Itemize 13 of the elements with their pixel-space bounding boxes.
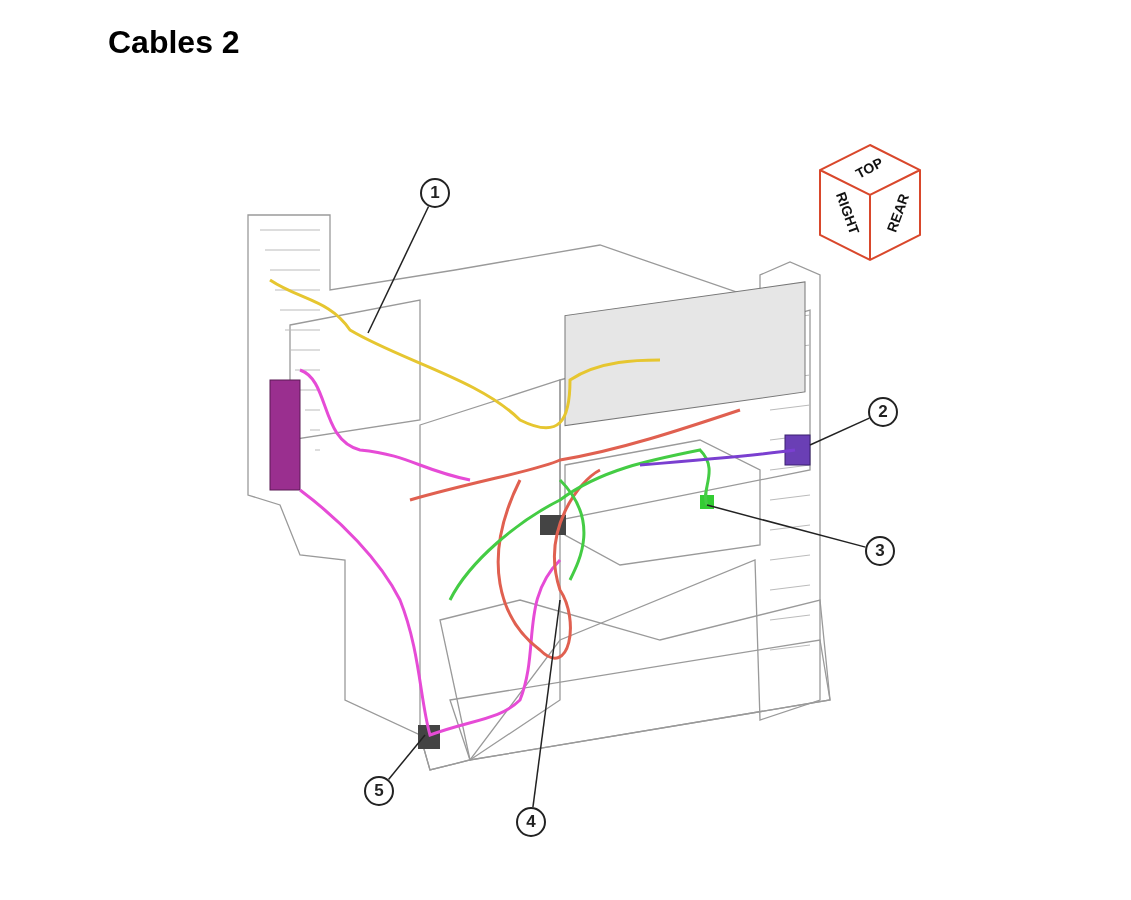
leader-line [809, 417, 871, 446]
callout-number: 5 [364, 776, 394, 806]
callout-number: 2 [868, 397, 898, 427]
orientation-label: REAR [883, 191, 913, 235]
title: Cables 2 [108, 24, 240, 61]
leader-line [706, 504, 867, 548]
leader-line [387, 734, 426, 781]
leader-line [532, 599, 561, 808]
callout-number: 4 [516, 807, 546, 837]
callout-number: 1 [420, 178, 450, 208]
callout-number: 3 [865, 536, 895, 566]
leader-line [367, 205, 430, 334]
orientation-label: TOP [852, 154, 886, 182]
